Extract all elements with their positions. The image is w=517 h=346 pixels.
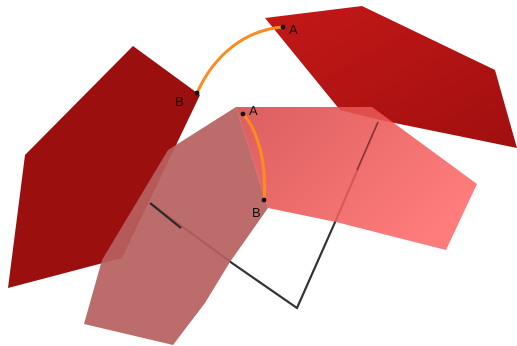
top-right-panel — [265, 6, 517, 148]
label-center-b: B — [252, 205, 261, 220]
label-center-a: A — [249, 103, 258, 118]
brown-translucent-panel — [84, 107, 268, 345]
orange-curve-center — [241, 112, 267, 202]
left-dark-panel — [8, 46, 200, 288]
crease-line-right — [356, 121, 379, 171]
point-marker-left-b — [194, 90, 200, 96]
orange-curve-top — [195, 25, 285, 95]
point-marker-center-a — [240, 111, 246, 117]
point-marker-center-b — [261, 197, 267, 203]
point-marker-top-a — [280, 24, 286, 30]
crease-line-left — [149, 202, 182, 229]
label-top-a: A — [289, 22, 298, 37]
pink-translucent-panel — [236, 107, 477, 250]
label-left-b: B — [175, 94, 184, 109]
